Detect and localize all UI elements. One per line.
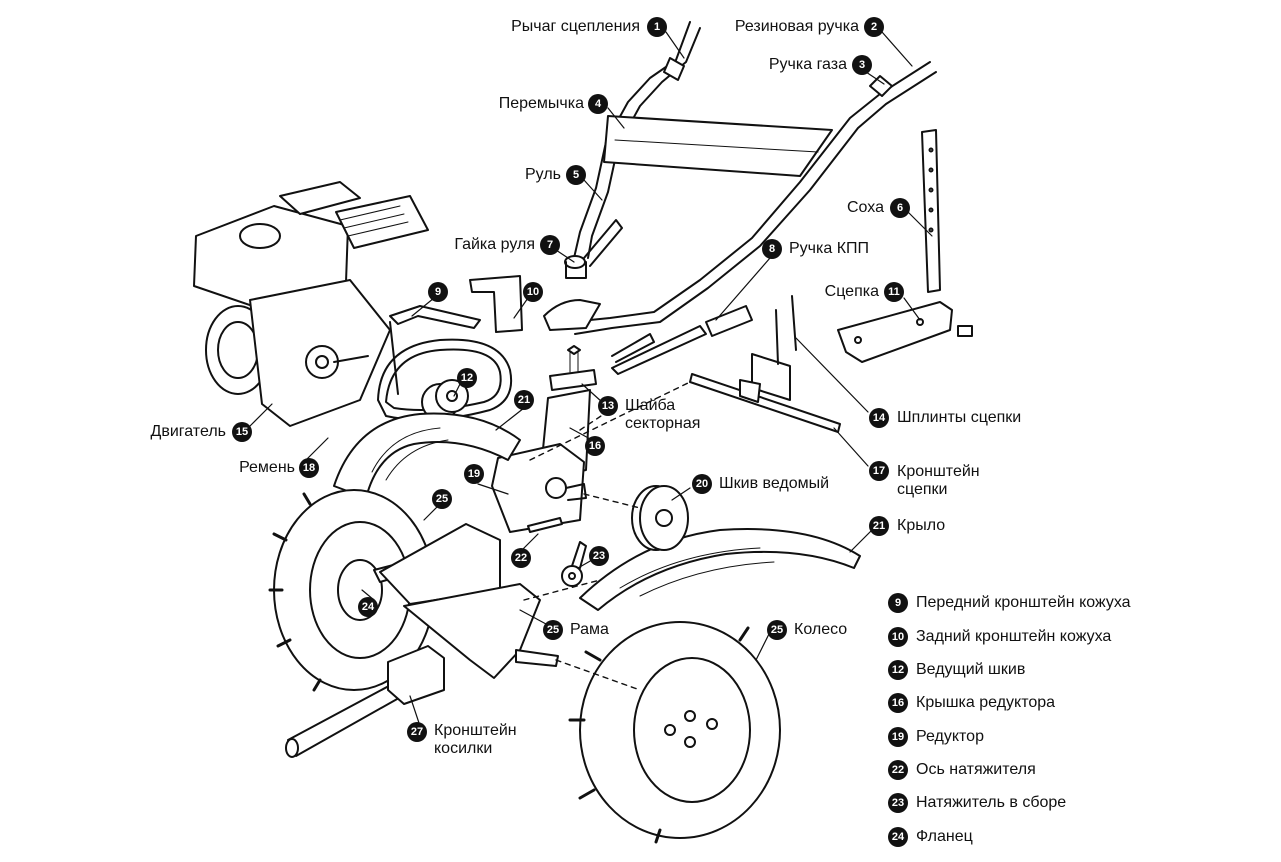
callout-label-line2: секторная bbox=[625, 415, 701, 432]
callout-label: Руль bbox=[525, 166, 561, 183]
callout-badge: 5 bbox=[566, 165, 586, 185]
callout-badge: 25 bbox=[767, 620, 787, 640]
legend-text: Крышка редуктора bbox=[916, 694, 1056, 711]
callout-badge: 24 bbox=[358, 597, 378, 617]
mower-bracket-part bbox=[285, 645, 445, 758]
callout-badge: 1 bbox=[647, 17, 667, 37]
rear-cover-bracket-part bbox=[469, 275, 523, 333]
callout-badge: 11 bbox=[884, 282, 904, 302]
legend-text: Передний кронштейн кожуха bbox=[916, 594, 1131, 611]
callout-badge: 21 bbox=[869, 516, 889, 536]
callout-badge: 6 bbox=[890, 198, 910, 218]
callout-badge: 20 bbox=[692, 474, 712, 494]
callout-label: Шкив ведомый bbox=[719, 475, 830, 492]
callout-label: Соха bbox=[847, 199, 884, 216]
tensioner-axle-part bbox=[527, 517, 563, 533]
callout-badge: 15 bbox=[232, 422, 252, 442]
legend-text: Задний кронштейн кожуха bbox=[916, 628, 1112, 645]
gearbox-part bbox=[491, 345, 597, 533]
callout-badge: 21 bbox=[514, 390, 534, 410]
callout-label: Шплинты сцепки bbox=[897, 409, 1022, 426]
callout-badge: 3 bbox=[852, 55, 872, 75]
legend-text: Натяжитель в сборе bbox=[916, 794, 1067, 811]
callout-badge: 25 bbox=[432, 489, 452, 509]
callout-badge: 8 bbox=[762, 239, 782, 259]
legend-badge: 9 bbox=[888, 593, 908, 613]
callout-label: Колесо bbox=[794, 621, 848, 638]
legend-badge: 22 bbox=[888, 760, 908, 780]
handlebar-part bbox=[543, 21, 937, 335]
legend-badge: 24 bbox=[888, 827, 908, 847]
callout-badge: 18 bbox=[299, 458, 319, 478]
frame-part bbox=[373, 523, 559, 679]
hitch-bracket-part bbox=[689, 295, 841, 433]
callout-badge: 10 bbox=[523, 282, 543, 302]
left-fender-part bbox=[333, 412, 521, 499]
callout-label-line2: косилки bbox=[434, 740, 493, 757]
legend-badge: 10 bbox=[888, 627, 908, 647]
callout-badge: 23 bbox=[589, 546, 609, 566]
callout-label: Ремень bbox=[239, 459, 295, 476]
legend-text: Редуктор bbox=[916, 728, 984, 745]
callout-badge: 9 bbox=[428, 282, 448, 302]
callout-badge: 19 bbox=[464, 464, 484, 484]
callout-badge: 27 bbox=[407, 722, 427, 742]
callout-badge: 4 bbox=[588, 94, 608, 114]
callout-label-line1: Кронштейн bbox=[897, 463, 980, 480]
callout-label: Ручка газа bbox=[768, 56, 847, 73]
callout-badge: 25 bbox=[543, 620, 563, 640]
leader-lines bbox=[249, 31, 933, 727]
callout-label: Ручка КПП bbox=[789, 240, 870, 257]
callout-label: Резиновая ручка bbox=[734, 18, 859, 35]
callout-badge: 13 bbox=[598, 396, 618, 416]
right-fender-part bbox=[579, 528, 861, 611]
callout-badge: 2 bbox=[864, 17, 884, 37]
legend-text: Ведущий шкив bbox=[916, 661, 1026, 678]
callout-label: Двигатель bbox=[150, 423, 227, 440]
callout-label: Сцепка bbox=[824, 283, 879, 300]
gear-shift-part bbox=[611, 305, 753, 375]
plow-part bbox=[921, 129, 941, 293]
callout-label-line1: Кронштейн bbox=[434, 722, 517, 739]
callout-label-line2: сцепки bbox=[897, 481, 948, 498]
callout-badge: 22 bbox=[511, 548, 531, 568]
callout-label: Рама bbox=[570, 621, 609, 638]
callout-label: Крыло bbox=[897, 517, 946, 534]
callout-badge: 16 bbox=[585, 436, 605, 456]
callout-label: Гайка руля bbox=[454, 236, 535, 253]
legend-text: Фланец bbox=[916, 828, 973, 845]
callout-badge: 7 bbox=[540, 235, 560, 255]
legend-text: Ось натяжителя bbox=[916, 761, 1036, 778]
callout-label: Перемычка bbox=[498, 95, 584, 112]
legend-badge: 12 bbox=[888, 660, 908, 680]
tensioner-part bbox=[561, 541, 587, 587]
legend-badge: 16 bbox=[888, 693, 908, 713]
right-wheel-part bbox=[568, 621, 781, 844]
legend-badge: 23 bbox=[888, 793, 908, 813]
callout-badge: 17 bbox=[869, 461, 889, 481]
engine-part bbox=[193, 181, 429, 427]
callout-label: Рычаг сцепления bbox=[511, 18, 640, 35]
hitch-part bbox=[837, 301, 973, 363]
callout-badge: 12 bbox=[457, 368, 477, 388]
driven-pulley-part bbox=[631, 485, 689, 551]
legend-badge: 19 bbox=[888, 727, 908, 747]
callout-badge: 14 bbox=[869, 408, 889, 428]
callout-label-line1: Шайба bbox=[625, 397, 676, 414]
